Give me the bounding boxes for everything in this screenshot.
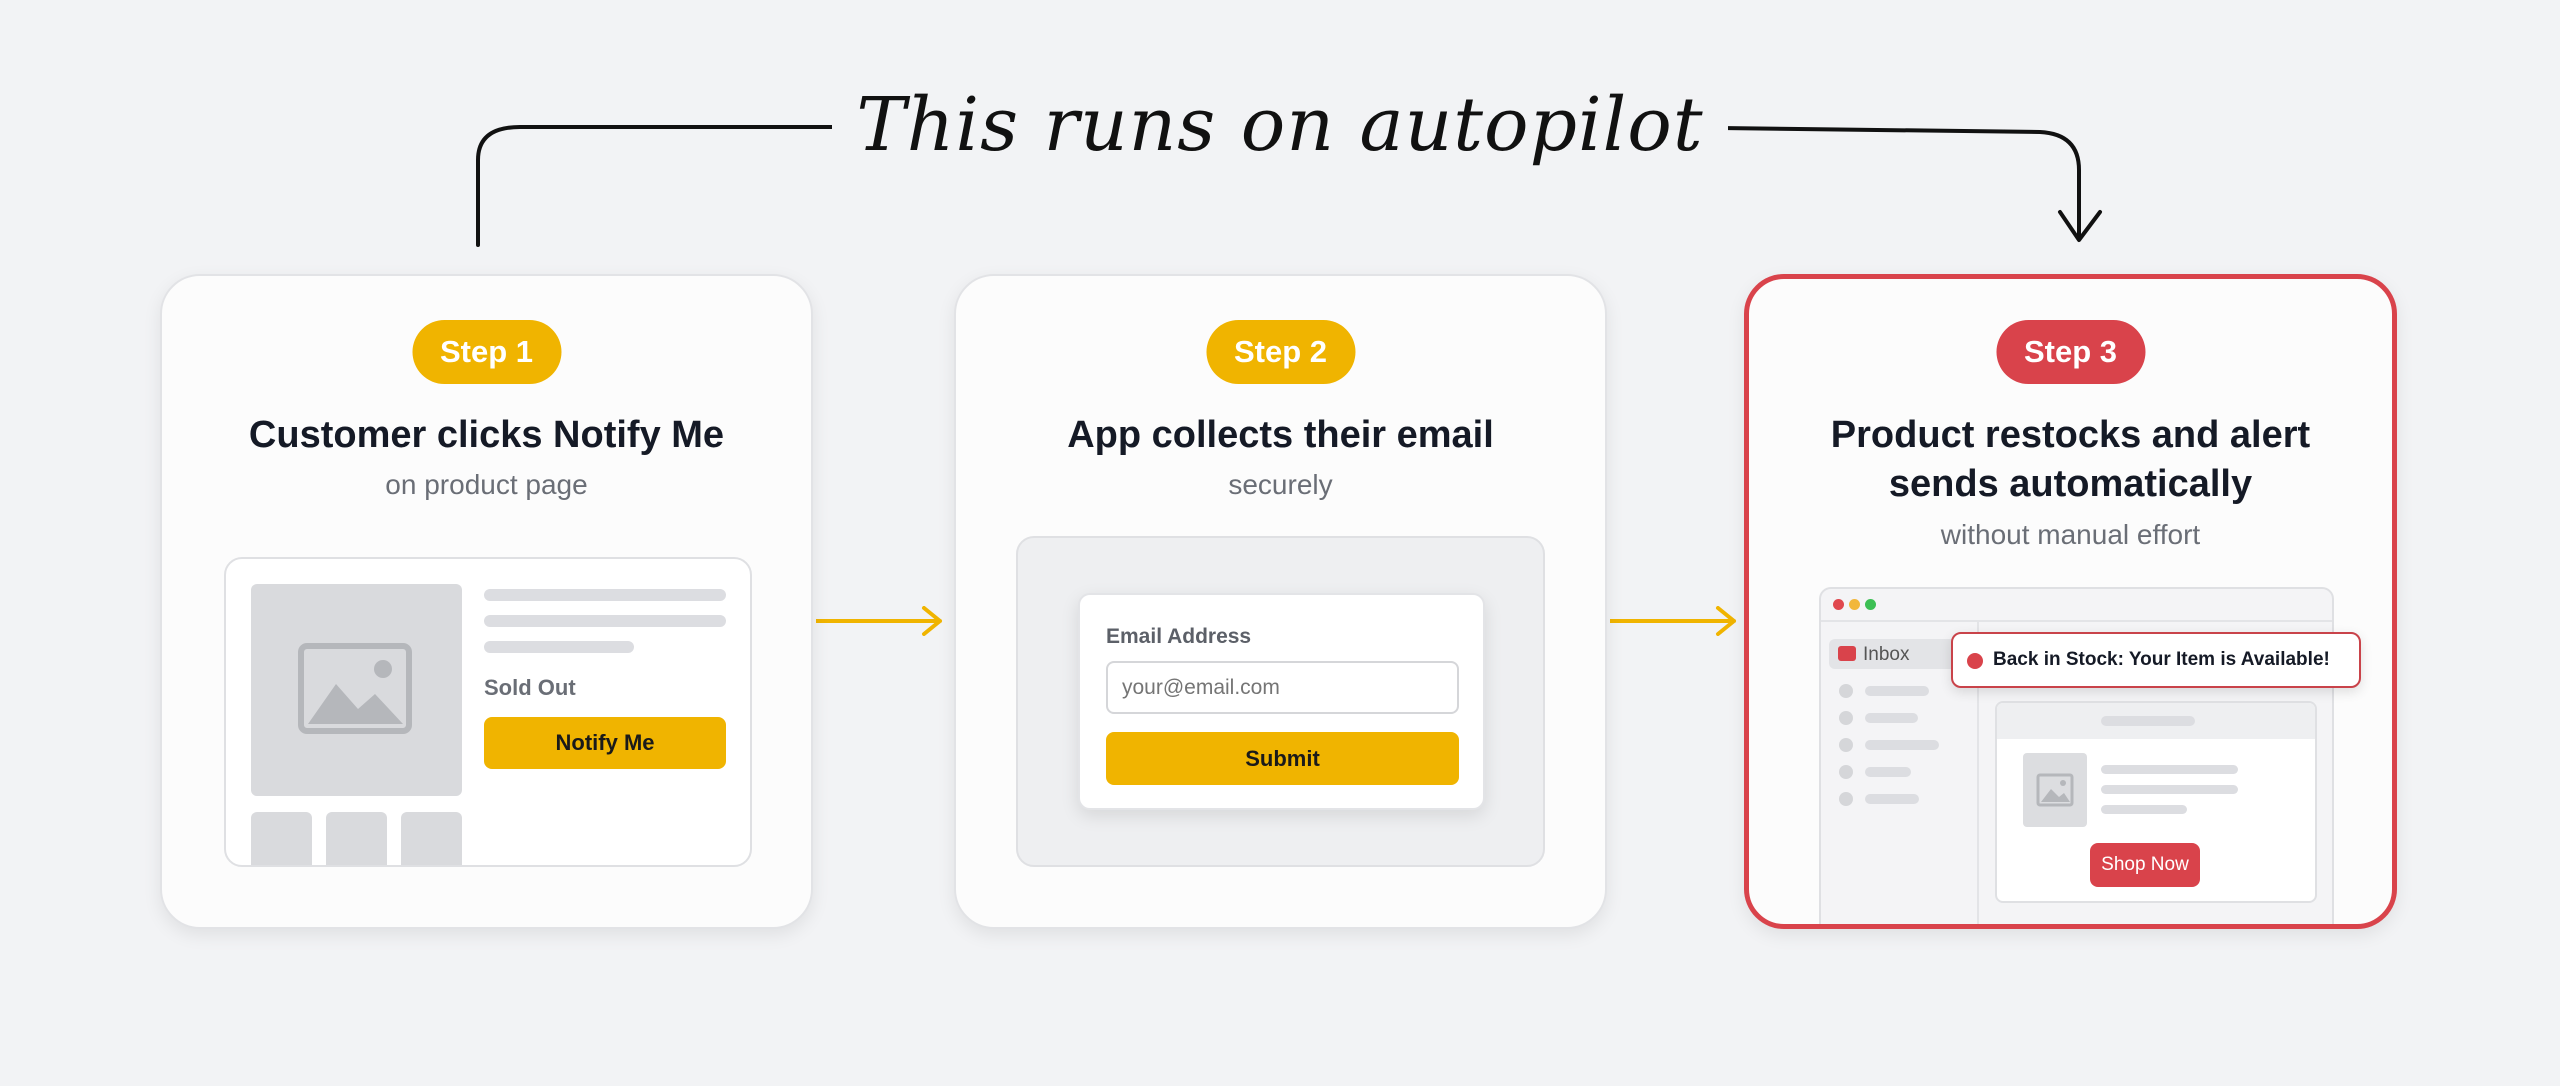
arrow-right-icon — [1610, 606, 1736, 636]
alert-dot-icon — [1967, 653, 1983, 669]
thumbnail[interactable] — [401, 812, 462, 865]
image-placeholder-icon — [2023, 753, 2087, 827]
step-heading: Product restocks and alert — [1830, 414, 2311, 456]
email-input[interactable] — [1106, 661, 1459, 714]
sold-out-label: Sold Out — [484, 675, 576, 700]
step-subtitle: on product page — [385, 469, 588, 500]
text-placeholder — [484, 589, 726, 601]
product-image — [251, 584, 462, 796]
product-page-mock: Sold Out Notify Me — [224, 557, 752, 867]
email-preview: Shop Now — [1995, 701, 2317, 903]
arrow-right-icon — [816, 606, 942, 636]
submit-button[interactable]: Submit — [1106, 732, 1459, 785]
step-subtitle: securely — [1228, 469, 1333, 500]
step-subtitle: without manual effort — [1940, 519, 2201, 550]
step-heading: Customer clicks Notify Me — [248, 414, 725, 456]
window-titlebar — [1821, 589, 2332, 622]
minimize-dot-icon[interactable] — [1849, 599, 1860, 610]
sidebar-item-inbox[interactable]: Inbox — [1829, 639, 1973, 669]
text-placeholder — [484, 615, 726, 627]
email-label: Email Address — [1106, 625, 1252, 648]
thumbnail[interactable] — [251, 812, 312, 865]
text-placeholder — [484, 641, 634, 653]
step-heading: sends automatically — [1888, 463, 2253, 505]
step-badge: Step 3 — [1995, 320, 2146, 384]
back-in-stock-notification[interactable]: Back in Stock: Your Item is Available! — [1951, 632, 2361, 688]
image-placeholder-icon — [298, 643, 412, 734]
step-card-1: Step 1 Customer clicks Notify Me on prod… — [160, 274, 813, 929]
shop-now-button[interactable]: Shop Now — [2090, 843, 2200, 887]
step-card-3: Step 3 Product restocks and alert sends … — [1744, 274, 2397, 929]
close-dot-icon[interactable] — [1833, 599, 1844, 610]
step-heading: App collects their email — [1067, 414, 1494, 456]
step-badge: Step 2 — [1205, 320, 1356, 384]
thumbnail[interactable] — [326, 812, 387, 865]
email-client-mock: Inbox Shop Now Back in Stock: Your Item … — [1819, 587, 2361, 924]
notify-me-button[interactable]: Notify Me — [484, 717, 726, 769]
page-title: This runs on autopilot — [0, 82, 2560, 168]
step-card-2: Step 2 App collects their email securely… — [954, 274, 1607, 929]
email-form: Email Address Submit — [1078, 593, 1485, 810]
inbox-icon — [1838, 646, 1856, 661]
maximize-dot-icon[interactable] — [1865, 599, 1876, 610]
email-form-mock: Email Address Submit — [1016, 536, 1545, 867]
step-badge: Step 1 — [411, 320, 562, 384]
